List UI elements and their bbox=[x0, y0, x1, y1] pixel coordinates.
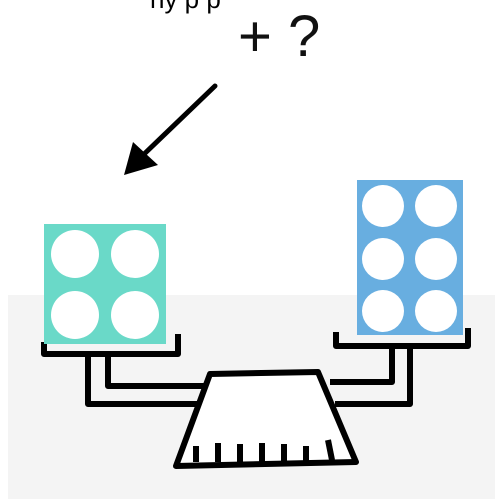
question-label: + ? bbox=[238, 4, 321, 69]
clipped-caption-text: ny p p bbox=[150, 0, 450, 12]
dot bbox=[415, 185, 457, 227]
dot bbox=[362, 290, 404, 332]
left-arm-inner bbox=[105, 354, 210, 389]
dot bbox=[51, 230, 99, 278]
balance-scale-icon bbox=[41, 328, 471, 469]
left-dot-block bbox=[44, 224, 166, 344]
left-arm-outer bbox=[85, 354, 204, 407]
dot bbox=[362, 238, 404, 280]
right-dot-block bbox=[357, 180, 463, 335]
dot bbox=[111, 291, 159, 339]
dot bbox=[111, 230, 159, 278]
dot bbox=[362, 185, 404, 227]
dot bbox=[415, 238, 457, 280]
right-arm-outer bbox=[335, 346, 413, 407]
right-arm-inner bbox=[330, 346, 395, 385]
fulcrum-base bbox=[173, 369, 359, 469]
dot bbox=[415, 290, 457, 332]
down-left-arrow-icon bbox=[124, 83, 218, 175]
right-pan-tray bbox=[333, 328, 471, 349]
dot bbox=[51, 291, 99, 339]
